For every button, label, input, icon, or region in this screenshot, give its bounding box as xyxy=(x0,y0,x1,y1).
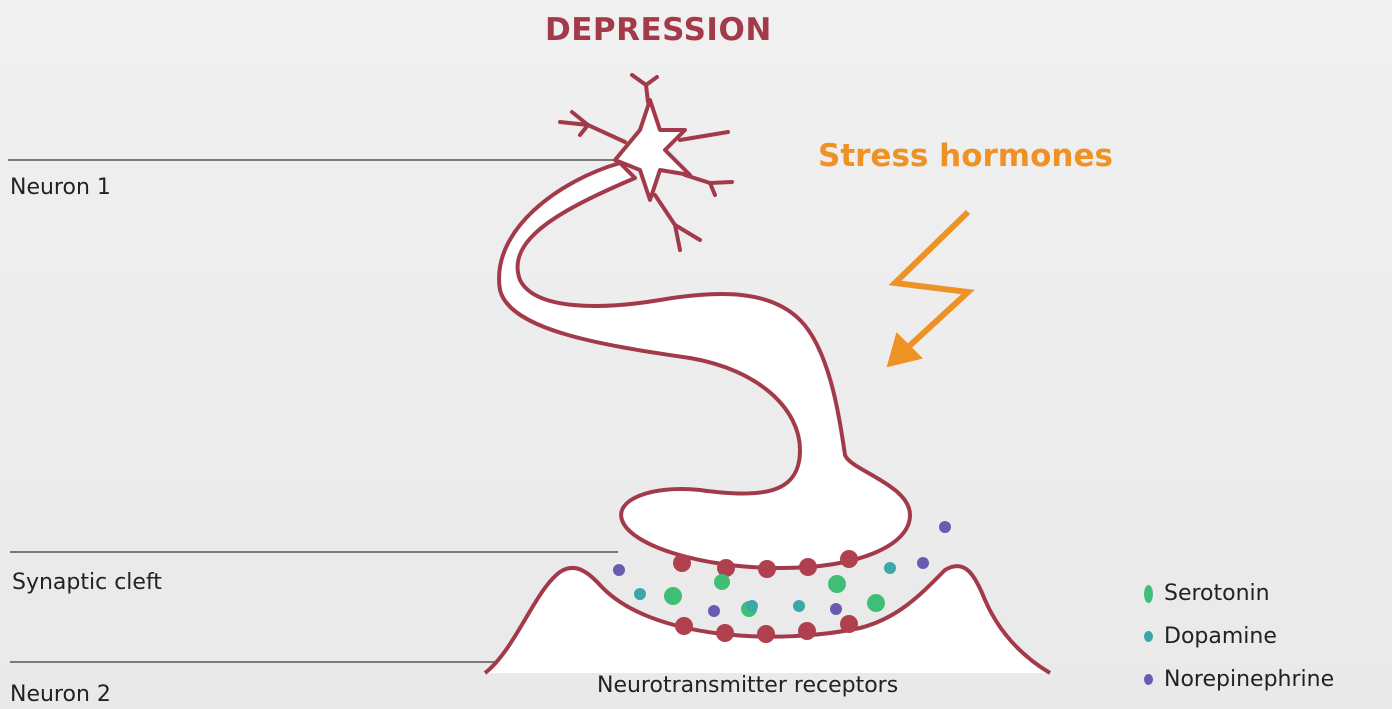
neuron1-label: Neuron 1 xyxy=(10,175,111,200)
dopamine-molecule xyxy=(746,600,758,612)
receptor-dot xyxy=(757,625,775,643)
stress-hormones-arrow xyxy=(888,212,968,366)
postsynaptic-neuron xyxy=(485,566,1050,673)
serotonin-molecule xyxy=(867,594,885,612)
serotonin-molecule xyxy=(664,587,682,605)
synaptic-cleft-label: Synaptic cleft xyxy=(12,570,162,595)
receptor-dot xyxy=(717,559,735,577)
neuron2-label: Neuron 2 xyxy=(10,682,111,707)
legend-label: Serotonin xyxy=(1164,581,1270,606)
receptor-dot xyxy=(716,624,734,642)
legend-item-norepinephrine: Norepinephrine xyxy=(1144,658,1334,701)
serotonin-molecules xyxy=(664,574,885,617)
legend-item-dopamine: Dopamine xyxy=(1144,615,1334,658)
norepinephrine-marker-icon xyxy=(1144,674,1153,685)
stress-hormones-label: Stress hormones xyxy=(818,138,1113,174)
serotonin-molecule xyxy=(828,575,846,593)
norepinephrine-molecule xyxy=(708,605,720,617)
norepinephrine-molecule xyxy=(613,564,625,576)
dopamine-molecule xyxy=(884,562,896,574)
dopamine-marker-icon xyxy=(1144,631,1153,642)
norepinephrine-molecule xyxy=(830,603,842,615)
presynaptic-neuron xyxy=(499,163,910,568)
dopamine-molecule xyxy=(793,600,805,612)
legend-label: Norepinephrine xyxy=(1164,667,1334,692)
norepinephrine-molecule xyxy=(939,521,951,533)
receptor-dot xyxy=(840,550,858,568)
receptor-dot xyxy=(673,554,691,572)
receptor-dot xyxy=(675,617,693,635)
receptor-dot xyxy=(840,615,858,633)
neurotransmitter-receptors-label: Neurotransmitter receptors xyxy=(597,673,898,698)
receptor-dot xyxy=(799,558,817,576)
norepinephrine-molecule xyxy=(917,557,929,569)
serotonin-molecule xyxy=(714,574,730,590)
serotonin-marker-icon xyxy=(1144,585,1153,603)
receptor-dot xyxy=(798,622,816,640)
legend-label: Dopamine xyxy=(1164,624,1277,649)
receptor-dot xyxy=(758,560,776,578)
dopamine-molecule xyxy=(634,588,646,600)
legend-item-serotonin: Serotonin xyxy=(1144,572,1334,615)
neuron-cell-body xyxy=(615,100,690,200)
diagram-title: DEPRESSION xyxy=(545,12,772,48)
legend: Serotonin Dopamine Norepinephrine xyxy=(1144,572,1334,701)
